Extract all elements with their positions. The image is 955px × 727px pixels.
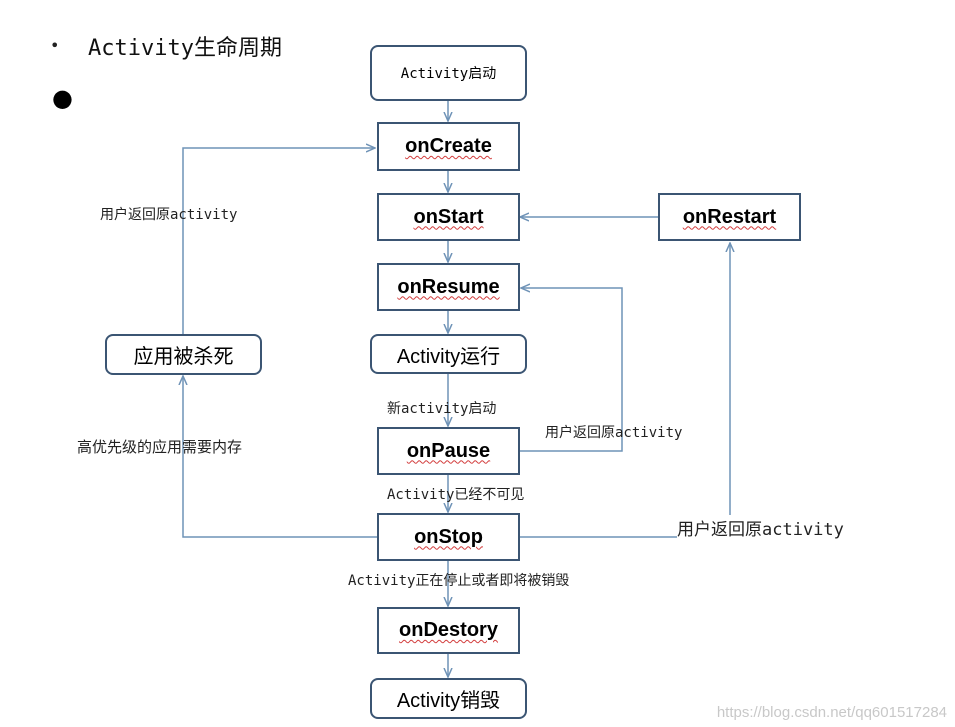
label-invisible: Activity已经不可见 <box>387 487 525 503</box>
node-label: onRestart <box>682 205 777 228</box>
label-return-stop: 用户返回原activity <box>677 515 844 540</box>
node-label: onCreate <box>405 135 492 157</box>
node-label: 应用被杀死 <box>133 344 234 368</box>
node-onstart: onStart <box>377 193 520 241</box>
node-activity-launch: Activity启动 <box>370 45 527 101</box>
node-label: onPause <box>406 439 491 462</box>
arrow-onstop-onrestart <box>519 243 730 538</box>
node-label: onStart <box>413 205 484 228</box>
label-return-pause: 用户返回原activity <box>545 425 683 441</box>
node-onresume: onResume <box>377 263 520 311</box>
arrow-onstop-killed <box>183 376 378 538</box>
node-label: onStop <box>414 525 483 548</box>
arrow-onpause-onresume <box>519 288 623 452</box>
label-new-activity: 新activity启动 <box>387 401 497 417</box>
label-return-left: 用户返回原activity <box>100 207 238 223</box>
node-label: onResume <box>397 275 500 298</box>
arrow-killed-oncreate <box>182 148 375 334</box>
bullet-marker-1: • <box>50 36 60 55</box>
node-activity-destroyed: Activity销毁 <box>370 678 527 719</box>
node-onrestart: onRestart <box>658 193 801 241</box>
node-ondestory: onDestory <box>377 607 520 654</box>
node-label: Activity启动 <box>400 66 497 82</box>
node-oncreate: onCreate <box>377 122 520 171</box>
label-high-priority: 高优先级的应用需要内存 <box>77 438 243 456</box>
slide-title: Activity生命周期 <box>88 36 282 61</box>
node-onpause: onPause <box>377 427 520 475</box>
bullet-marker-2: ● <box>52 84 73 112</box>
node-app-killed: 应用被杀死 <box>105 334 262 375</box>
node-label: Activity运行 <box>396 345 501 368</box>
watermark: https://blog.csdn.net/qq601517284 <box>716 704 947 721</box>
node-onstop: onStop <box>377 513 520 561</box>
node-label: Activity销毁 <box>396 690 501 712</box>
label-stopping: Activity正在停止或者即将被销毁 <box>348 573 570 589</box>
node-activity-running: Activity运行 <box>370 334 527 374</box>
node-label: onDestory <box>399 619 498 641</box>
